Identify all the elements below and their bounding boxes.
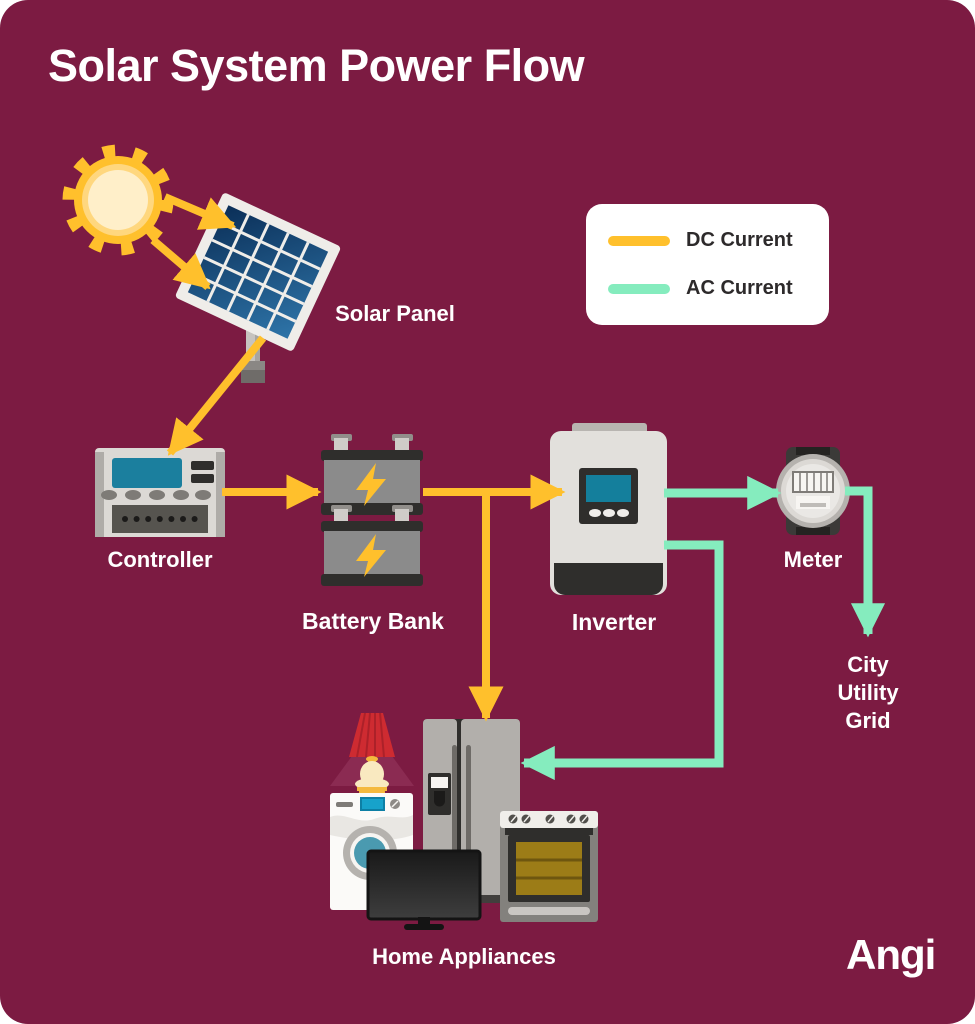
- battery-bank-label: Battery Bank: [302, 608, 444, 634]
- legend-item-ac: AC Current: [608, 277, 829, 300]
- dc-line-panel-to-controller: [166, 335, 267, 456]
- inverter-label: Inverter: [571, 609, 657, 635]
- city-utility-grid-label: City Utility Grid: [813, 651, 923, 735]
- dc-current-label: DC Current: [686, 229, 793, 251]
- dc-connectors: [150, 193, 566, 722]
- city-utility-grid-line-1: City: [847, 652, 889, 677]
- solar-panel-icon: [175, 193, 341, 383]
- dc-current-swatch: [608, 235, 670, 246]
- ac-line-meter-to-grid: [845, 486, 886, 638]
- inverter-icon: [550, 423, 667, 595]
- battery-bank-icon: [321, 434, 423, 586]
- legend-item-dc: DC Current: [608, 229, 829, 252]
- dc-arrow-sun-to-panel-1: [163, 193, 237, 230]
- ac-line-inverter-to-appliances: [520, 540, 724, 781]
- sun-icon: [62, 144, 174, 256]
- battery-top-icon: [321, 434, 423, 515]
- stove-icon: [500, 811, 598, 922]
- meter-label: Meter: [783, 547, 843, 572]
- ac-current-swatch: [608, 283, 670, 294]
- ac-current-label: AC Current: [686, 277, 793, 299]
- home-appliances-label: Home Appliances: [372, 944, 556, 969]
- controller-icon: [95, 448, 225, 537]
- dc-arrow-sun-to-panel-2: [150, 236, 211, 291]
- legend: DC Current AC Current: [586, 204, 829, 325]
- page-title: Solar System Power Flow: [48, 40, 585, 91]
- battery-bottom-icon: [321, 505, 423, 586]
- angi-logo: Angi: [846, 931, 936, 978]
- city-utility-grid-line-3: Grid: [845, 708, 891, 733]
- tv-icon: [366, 849, 482, 930]
- meter-icon: [776, 447, 850, 535]
- city-utility-grid-line-2: Utility: [837, 680, 899, 705]
- lamp-icon: [330, 712, 414, 796]
- ac-connectors: [520, 475, 886, 781]
- home-appliances-icon: [330, 712, 598, 930]
- solar-panel-label: Solar Panel: [335, 301, 455, 326]
- controller-label: Controller: [107, 547, 213, 572]
